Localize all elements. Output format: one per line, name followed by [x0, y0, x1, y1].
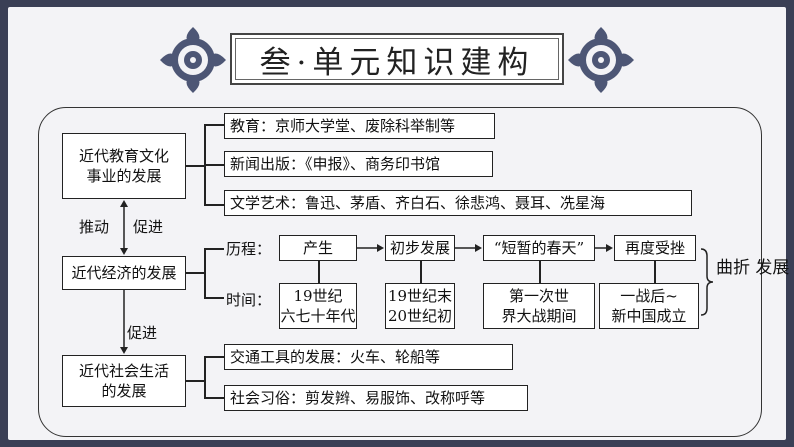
right-brace-icon [700, 248, 714, 316]
stage-period-connector [654, 261, 656, 283]
edu-bracket-stem [186, 165, 204, 167]
promote-label-lower: 促进 [127, 324, 158, 342]
left-ornament-icon [160, 27, 226, 93]
stage-period-connector [420, 261, 422, 283]
diagram-frame [38, 107, 762, 437]
process-label: 历程： [226, 240, 272, 258]
title-box: 叁·单元知识建构 [230, 33, 564, 85]
social-item-customs: 社会习俗：剪发辫、易服饰、改称呼等 [224, 385, 528, 411]
econ-bracket-stem [186, 272, 204, 274]
edu-item-arts: 文学艺术：鲁迅、茅盾、齐白石、徐悲鸿、聂耳、冼星海 [224, 190, 692, 216]
right-ornament-icon [568, 27, 634, 93]
push-label: 推动 [79, 218, 110, 236]
edu-bracket-arm [204, 124, 224, 126]
push-arrow-icon [120, 200, 128, 255]
social-item-transport: 交通工具的发展：火车、轮船等 [224, 344, 513, 370]
stage-arrow-icon [357, 244, 384, 252]
social-life-box: 近代社会生活 的发展 [62, 355, 186, 407]
period-setback: 一战后~ 新中国成立 [599, 283, 699, 329]
stage-arrow-icon [455, 244, 482, 252]
time-label: 时间： [226, 291, 272, 309]
stage-period-connector [539, 261, 541, 283]
econ-bracket-arm [204, 297, 224, 299]
stage-emergence: 产生 [279, 235, 357, 261]
page-title: 叁·单元知识建构 [235, 38, 559, 81]
promote-arrow-icon [120, 290, 128, 354]
zigzag-development-label: 曲折 发展 [716, 258, 790, 278]
social-bracket-stem [186, 380, 204, 382]
stage-arrow-icon [595, 244, 613, 252]
economy-box: 近代经济的发展 [62, 256, 186, 290]
stage-period-connector [318, 261, 320, 283]
social-bracket-arm [204, 397, 224, 399]
period-short-spring: 第一次世 界大战期间 [483, 283, 595, 329]
stage-short-spring: “短暂的春天” [483, 235, 595, 261]
social-bracket-vertical [204, 356, 206, 398]
period-emergence: 19世纪 六七十年代 [279, 283, 357, 329]
edu-bracket-arm [204, 204, 224, 206]
stage-initial-development: 初步发展 [385, 235, 455, 261]
social-bracket-arm [204, 356, 224, 358]
edu-bracket-arm [204, 164, 224, 166]
econ-bracket-arm [204, 248, 224, 250]
edu-item-press: 新闻出版：《申报》、商务印书馆 [224, 151, 493, 177]
period-initial-development: 19世纪末 20世纪初 [385, 283, 455, 329]
econ-bracket-vertical [204, 248, 206, 298]
promote-label-upper: 促进 [133, 218, 164, 236]
stage-setback: 再度受挫 [614, 235, 696, 261]
edu-item-education: 教育：京师大学堂、废除科举制等 [224, 113, 495, 139]
edu-culture-box: 近代教育文化 事业的发展 [62, 133, 186, 199]
